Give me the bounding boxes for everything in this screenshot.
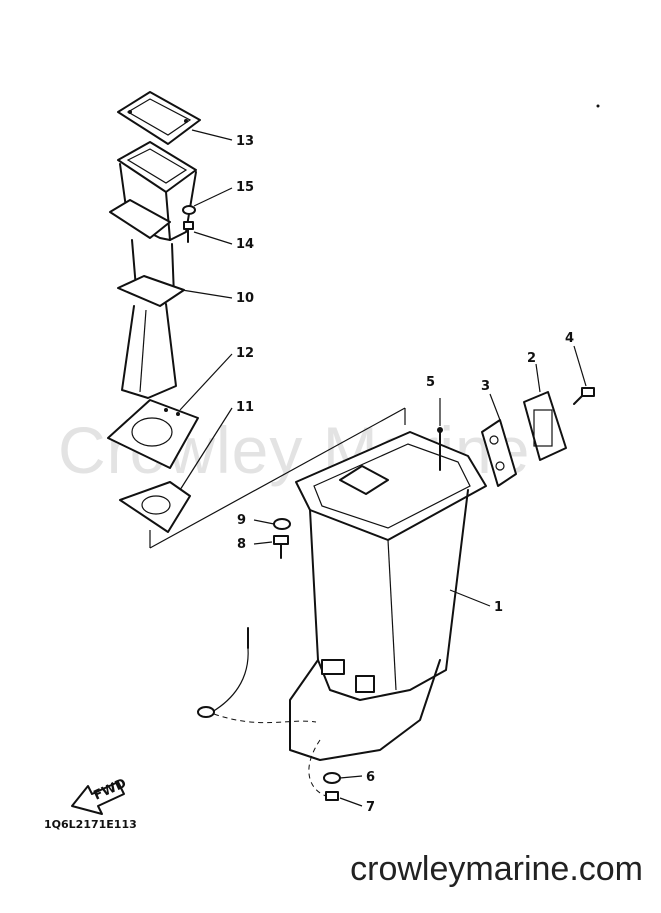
callout-14[interactable]: 14 (236, 237, 254, 252)
part-15-washer[interactable] (182, 205, 196, 215)
ground-lead (197, 627, 327, 797)
callout-4[interactable]: 4 (565, 331, 574, 346)
group-bracket (149, 407, 406, 549)
callout-12[interactable]: 12 (236, 346, 254, 361)
callout-7[interactable]: 7 (366, 800, 375, 815)
callout-10[interactable]: 10 (236, 291, 254, 306)
site-footer-link[interactable]: crowleymarine.com (350, 850, 643, 888)
part-10-exhaust-guide[interactable] (109, 141, 197, 399)
part-11-gasket[interactable] (119, 481, 191, 533)
callouts: 13 15 14 10 12 11 5 3 2 4 9 8 1 6 7 (236, 134, 574, 815)
part-8-bolt[interactable] (273, 535, 289, 559)
callout-5[interactable]: 5 (426, 375, 435, 390)
callout-1[interactable]: 1 (494, 600, 503, 615)
part-5-pin[interactable] (437, 427, 443, 471)
callout-3[interactable]: 3 (481, 379, 490, 394)
part-13-gasket[interactable] (117, 91, 201, 145)
part-4-bolt[interactable] (573, 387, 595, 405)
fwd-arrow: FWD (71, 776, 129, 815)
drawing-code: 1Q6L2171E113 (44, 818, 137, 831)
callout-15[interactable]: 15 (236, 180, 254, 195)
part-14-bolt[interactable] (183, 221, 194, 243)
callout-9[interactable]: 9 (237, 513, 246, 528)
part-3-gasket[interactable] (481, 419, 517, 487)
part-9-washer[interactable] (273, 518, 291, 530)
callout-6[interactable]: 6 (366, 770, 375, 785)
part-7-bolt[interactable] (325, 791, 339, 801)
leader-lines (179, 129, 587, 807)
part-6-washer[interactable] (323, 772, 341, 784)
part-2-plate[interactable] (523, 391, 567, 461)
callout-13[interactable]: 13 (236, 134, 254, 149)
stray-dot (596, 104, 600, 108)
callout-11[interactable]: 11 (236, 400, 254, 415)
callout-2[interactable]: 2 (527, 351, 536, 366)
callout-8[interactable]: 8 (237, 537, 246, 552)
part-12-plate[interactable] (107, 399, 199, 469)
part-1-upper-casing[interactable] (289, 431, 487, 761)
